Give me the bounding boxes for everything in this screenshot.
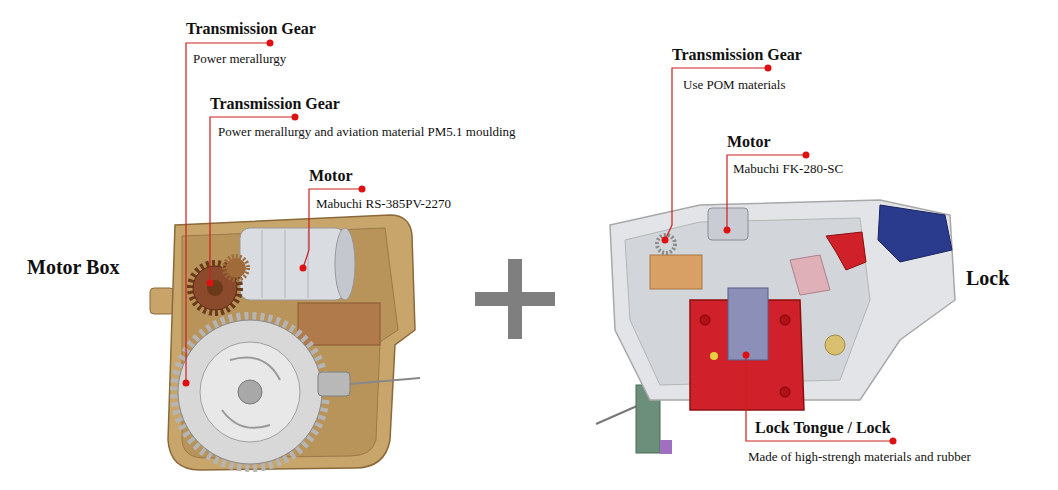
leader-dot xyxy=(724,227,731,234)
leader-dot xyxy=(765,65,772,72)
leader-line xyxy=(746,355,893,441)
cable xyxy=(350,378,420,384)
gear-teeth xyxy=(657,235,675,253)
leader-dot xyxy=(890,438,897,445)
gear-hub xyxy=(238,380,262,404)
part-name: Motor xyxy=(727,132,771,151)
blue-connector xyxy=(878,205,952,262)
part-name: Motor xyxy=(309,166,353,185)
assembly-title: Motor Box xyxy=(27,255,119,279)
part-name: Transmission Gear xyxy=(672,45,802,64)
leader-dot xyxy=(359,186,366,193)
housing-rib xyxy=(298,303,380,345)
rivet xyxy=(780,315,790,325)
leader-dot xyxy=(743,352,750,359)
part-note: Power merallurgy xyxy=(193,51,286,67)
lever-pin xyxy=(660,440,672,454)
plus-sign xyxy=(475,259,555,339)
lock-figure xyxy=(596,200,955,454)
part-note: Made of high-strengh materials and rubbe… xyxy=(748,449,971,465)
motor-body xyxy=(240,228,345,300)
part-name: Lock Tongue / Lock xyxy=(755,418,891,437)
assembly-title: Lock xyxy=(966,266,1009,290)
output-shaft xyxy=(318,372,350,396)
leader-dot xyxy=(803,152,810,159)
lock-slot xyxy=(728,288,768,360)
plus-bar xyxy=(508,259,522,339)
leader-line xyxy=(210,117,295,283)
housing xyxy=(168,215,415,470)
small-motor xyxy=(708,208,748,240)
motor-rib xyxy=(285,230,286,298)
gear-groove xyxy=(230,358,280,381)
rivet xyxy=(700,315,710,325)
leader-dot xyxy=(207,280,214,287)
rivet xyxy=(710,352,718,360)
part-note: Power merallurgy and aviation material P… xyxy=(218,124,516,140)
lock-panel xyxy=(625,218,870,385)
leader-dots xyxy=(183,40,897,445)
part-note: Mabuchi FK-280-SC xyxy=(733,161,843,177)
red-hook xyxy=(826,232,866,270)
rivet xyxy=(780,387,790,397)
housing-boss xyxy=(150,288,174,314)
leader-dot xyxy=(292,114,299,121)
motor-rib xyxy=(308,230,309,298)
gear-hub xyxy=(207,280,223,296)
large-gear xyxy=(178,320,322,464)
leader-line xyxy=(665,68,768,240)
gear-teeth xyxy=(224,256,248,280)
leader-lines xyxy=(186,43,893,441)
pivot xyxy=(825,335,845,355)
part-note: Use POM materials xyxy=(683,77,786,93)
part-name: Transmission Gear xyxy=(186,19,316,38)
motor-cap xyxy=(335,228,355,300)
leader-dot xyxy=(300,265,307,272)
part-note: Mabuchi RS-385PV-2270 xyxy=(316,196,451,212)
pinion-gear xyxy=(226,258,246,278)
part-name: Transmission Gear xyxy=(210,94,340,113)
gear-groove xyxy=(222,410,270,428)
gear-disk xyxy=(200,342,300,442)
leader-dot xyxy=(267,40,274,47)
leader-line xyxy=(186,43,270,383)
gear-part xyxy=(650,255,702,289)
leader-dot xyxy=(183,380,190,387)
motor-box-figure xyxy=(150,215,420,470)
leader-dot xyxy=(662,237,669,244)
link-part xyxy=(790,255,830,295)
motor-rib xyxy=(262,230,263,298)
gear-teeth xyxy=(174,316,326,468)
